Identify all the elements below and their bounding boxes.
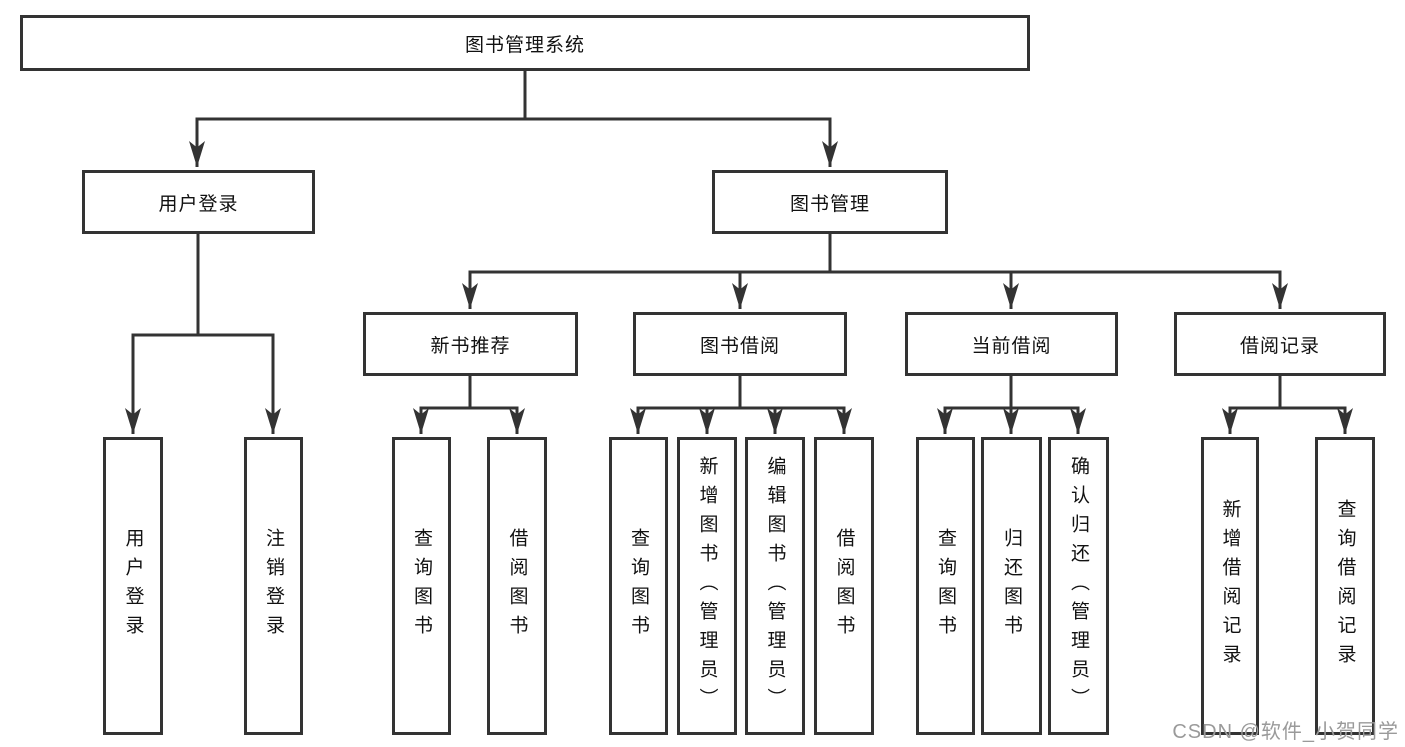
leaf-nb-borrow-book: 借阅图书 xyxy=(487,437,547,735)
node-new-book-recommendation: 新书推荐 xyxy=(363,312,578,376)
leaf-bb-edit-book-admin: 编辑图书（管理员） xyxy=(745,437,805,735)
node-current-borrowing: 当前借阅 xyxy=(905,312,1118,376)
node-borrowing-records: 借阅记录 xyxy=(1174,312,1386,376)
leaf-bb-borrow-book: 借阅图书 xyxy=(814,437,874,735)
leaf-br-add-record: 新增借阅记录 xyxy=(1201,437,1259,735)
leaf-cb-return-book: 归还图书 xyxy=(981,437,1042,735)
leaf-br-query-record: 查询借阅记录 xyxy=(1315,437,1375,735)
leaf-bb-add-book-admin: 新增图书（管理员） xyxy=(677,437,737,735)
leaf-cb-query-book: 查询图书 xyxy=(916,437,975,735)
leaf-cb-confirm-return-admin: 确认归还（管理员） xyxy=(1048,437,1109,735)
node-user-login: 用户登录 xyxy=(82,170,315,234)
leaf-bb-query-book: 查询图书 xyxy=(609,437,668,735)
leaf-user-login: 用户登录 xyxy=(103,437,163,735)
node-book-management: 图书管理 xyxy=(712,170,948,234)
leaf-nb-query-book: 查询图书 xyxy=(392,437,451,735)
node-book-borrowing: 图书借阅 xyxy=(633,312,847,376)
node-root: 图书管理系统 xyxy=(20,15,1030,71)
leaf-logout-login: 注销登录 xyxy=(244,437,303,735)
